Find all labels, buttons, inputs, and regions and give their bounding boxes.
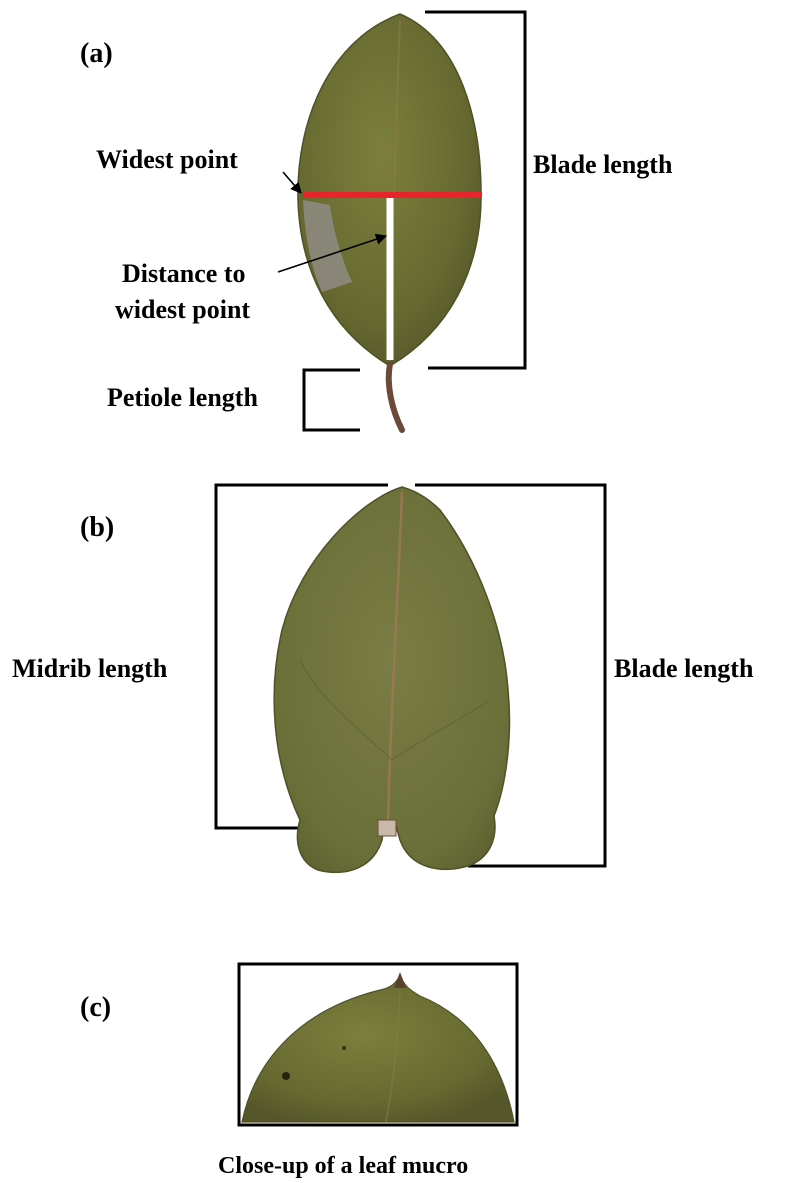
blade-length-label-b: Blade length (614, 654, 754, 683)
mucro-spot (282, 1072, 290, 1080)
blade-length-label-a: Blade length (533, 150, 673, 179)
distance-label-line2: widest point (115, 295, 250, 324)
distance-label-line1: Distance to (122, 259, 245, 288)
widest-point-label: Widest point (96, 145, 238, 174)
panel-b-label: (b) (80, 512, 114, 543)
petiole-length-label: Petiole length (107, 383, 258, 412)
petiole-length-bracket (304, 370, 360, 430)
leaf-a-petiole (389, 364, 402, 430)
mucro-point (394, 972, 406, 988)
panel-a: (a) Widest point Distance to widest poin… (80, 12, 673, 430)
mucro-spot-small (342, 1046, 346, 1050)
panel-c-label: (c) (80, 992, 111, 1023)
panel-b: (b) Midrib length Blade length (12, 485, 754, 872)
midrib-length-label: Midrib length (12, 654, 168, 683)
mucro-caption: Close-up of a leaf mucro (218, 1153, 468, 1179)
panel-a-label: (a) (80, 38, 113, 69)
leaf-b-blade (274, 487, 509, 872)
panel-c: (c) Close-up of a leaf mucro (80, 964, 517, 1179)
mucro-leaf-tip (242, 975, 514, 1122)
leaf-b-petiole-stub (378, 820, 396, 836)
